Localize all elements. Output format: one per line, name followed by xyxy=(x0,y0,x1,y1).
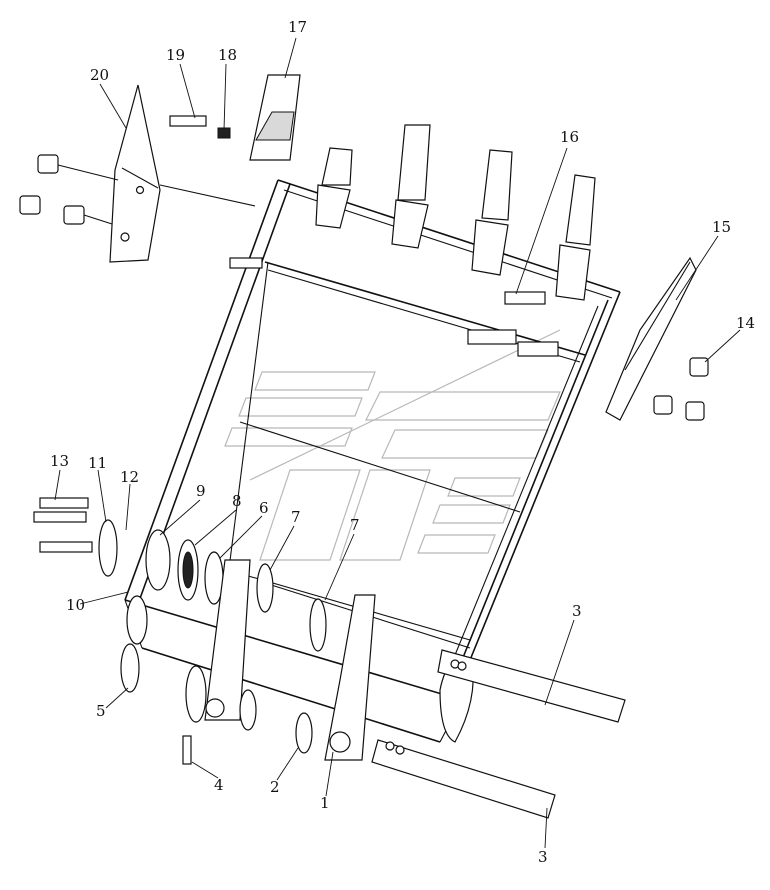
callout-15: 15 xyxy=(712,218,731,236)
callout-3b: 3 xyxy=(538,848,548,866)
side-cutters xyxy=(109,84,697,421)
lug-pins-washers xyxy=(120,594,626,819)
callout-6: 6 xyxy=(259,499,269,517)
callout-18: 18 xyxy=(218,46,237,64)
callout-13: 13 xyxy=(50,452,69,470)
watermark-logo xyxy=(224,329,561,561)
callout-10: 10 xyxy=(66,596,85,614)
callout-16: 16 xyxy=(560,128,579,146)
bucket-teeth xyxy=(249,74,596,301)
callout-8: 8 xyxy=(232,492,242,510)
callout-9: 9 xyxy=(196,482,206,500)
callout-12: 12 xyxy=(120,468,139,486)
callout-20: 20 xyxy=(90,66,109,84)
callout-11: 11 xyxy=(88,454,107,472)
bolts-and-nuts xyxy=(19,115,709,421)
callout-5: 5 xyxy=(96,702,106,720)
callout-4: 4 xyxy=(214,776,224,794)
bucket-body xyxy=(124,179,621,743)
callout-1: 1 xyxy=(320,794,330,812)
callout-7b: 7 xyxy=(350,516,360,534)
callout-3a: 3 xyxy=(572,602,582,620)
callout-17: 17 xyxy=(288,18,307,36)
callout-14: 14 xyxy=(736,314,755,332)
left-pin-assembly xyxy=(33,497,274,721)
callout-7a: 7 xyxy=(291,508,301,526)
leader-lines xyxy=(54,37,741,849)
callout-19: 19 xyxy=(166,46,185,64)
callout-2: 2 xyxy=(270,778,280,796)
